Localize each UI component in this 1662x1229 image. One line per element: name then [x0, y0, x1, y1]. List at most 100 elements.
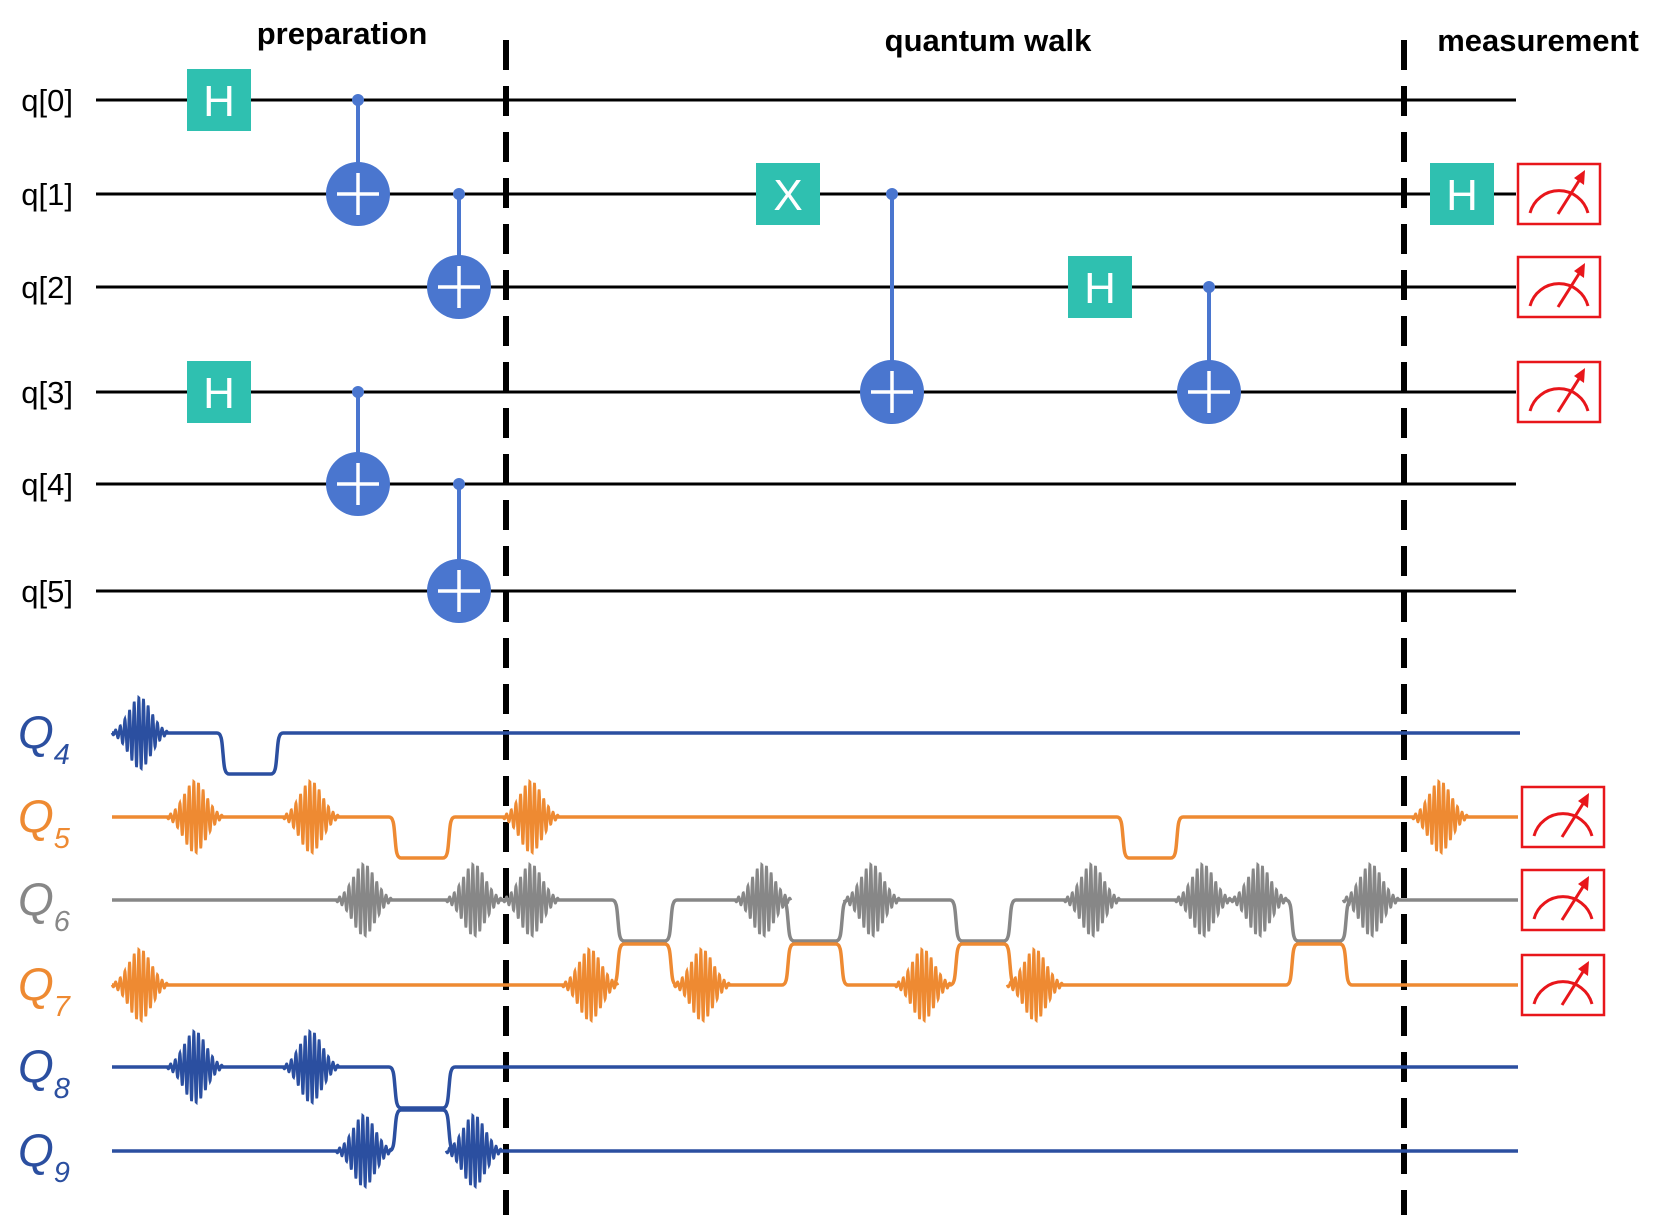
meter-box: [1520, 785, 1606, 849]
section-title-quantum-walk: quantum walk: [885, 23, 1092, 58]
physical-qubit-label: Q7: [18, 958, 72, 1023]
gate-box: [1430, 163, 1494, 225]
microwave-pulse: [733, 861, 793, 939]
microwave-pulse: [1341, 861, 1401, 939]
meter-needle: [1556, 373, 1584, 413]
measurement-icon: [1516, 162, 1602, 226]
qubit-label: q[5]: [21, 574, 73, 609]
meter-needle: [1556, 268, 1584, 308]
measurement-icon: [1520, 868, 1606, 932]
cnot-gate: [1177, 281, 1241, 424]
qubit-label: q[2]: [21, 270, 73, 305]
gate-symbol: H: [203, 77, 235, 126]
gate-symbol: H: [1084, 264, 1116, 313]
hadamard-gate: H: [1068, 256, 1132, 318]
qubit-label: q[3]: [21, 375, 73, 410]
section-dividers: [503, 40, 1407, 1215]
microwave-pulse: [1173, 861, 1233, 939]
microwave-pulse: [444, 1112, 504, 1190]
meter-arrowhead: [1574, 368, 1585, 383]
meter-arc: [1532, 980, 1594, 1005]
pulse-line: [112, 731, 1520, 776]
cnot-gate: [860, 188, 924, 424]
measurement-icon: [1516, 360, 1602, 424]
cnot-gate: [427, 188, 491, 319]
meter-arrowhead: [1578, 793, 1589, 808]
control-dot: [352, 94, 364, 106]
qubit-label: q[1]: [21, 177, 73, 212]
qubit-label: q[4]: [21, 467, 73, 502]
microwave-pulse: [334, 1112, 394, 1190]
meter-box: [1516, 255, 1602, 319]
microwave-pulse: [110, 694, 170, 772]
microwave-pulse: [501, 778, 561, 856]
cnot-gate: [326, 94, 390, 226]
microwave-pulse: [281, 778, 341, 856]
meter-arc: [1532, 895, 1594, 920]
gate-symbol: H: [1446, 171, 1478, 220]
pulse-line: [112, 815, 1518, 860]
gate-symbol: H: [203, 369, 235, 418]
meter-needle: [1560, 881, 1588, 921]
microwave-pulse: [842, 861, 902, 939]
microwave-pulse: [165, 778, 225, 856]
microwave-pulse: [110, 946, 170, 1024]
meter-arrowhead: [1574, 170, 1585, 185]
meter-arrowhead: [1578, 961, 1589, 976]
microwave-pulse: [1229, 861, 1289, 939]
pulse-line: [112, 1108, 1518, 1153]
microwave-pulse: [165, 1028, 225, 1106]
physical-qubit-label: Q8: [18, 1040, 70, 1105]
meter-box: [1516, 162, 1602, 226]
microwave-pulse: [1062, 861, 1122, 939]
control-dot: [352, 386, 364, 398]
physical-qubit-label: Q4: [18, 706, 70, 771]
meter-box: [1520, 868, 1606, 932]
meter-box: [1516, 360, 1602, 424]
meter-arc: [1528, 189, 1590, 214]
logical-wires: q[0] q[1] q[2] q[3] q[4] q[5]: [21, 83, 1516, 609]
hadamard-gate: H: [187, 361, 251, 423]
microwave-pulse: [1005, 946, 1065, 1024]
physical-qubit-label: Q6: [18, 873, 71, 938]
measurement-icon: [1516, 255, 1602, 319]
gate-box: [756, 163, 820, 225]
meter-needle: [1560, 798, 1588, 838]
control-dot: [453, 188, 465, 200]
gate-box: [187, 69, 251, 131]
microwave-pulse: [444, 861, 504, 939]
microwave-pulse: [334, 861, 394, 939]
microwave-pulse: [281, 1028, 341, 1106]
measurement-icon: [1520, 953, 1606, 1017]
meter-arc: [1528, 282, 1590, 307]
physical-qubit-label: Q5: [18, 790, 71, 855]
microwave-pulse: [893, 946, 953, 1024]
meter-box: [1520, 953, 1606, 1017]
pauli-x-gate: X: [756, 163, 820, 225]
physical-qubit-label: Q9: [18, 1124, 70, 1189]
meter-arc: [1528, 387, 1590, 412]
pulse-line: [112, 1065, 1518, 1110]
pulse-line: [112, 942, 1518, 987]
meter-arrowhead: [1578, 876, 1589, 891]
pulse-line: [112, 898, 1518, 943]
hadamard-gate: H: [187, 69, 251, 131]
meter-needle: [1556, 175, 1584, 215]
section-title-preparation: preparation: [257, 16, 428, 51]
control-dot: [1203, 281, 1215, 293]
logical-gates: H H X H H: [187, 69, 1606, 1017]
microwave-pulse: [560, 946, 620, 1024]
cnot-gate: [326, 386, 390, 516]
gate-box: [187, 361, 251, 423]
gate-box: [1068, 256, 1132, 318]
control-dot: [886, 188, 898, 200]
control-dot: [453, 478, 465, 490]
measurement-icon: [1520, 785, 1606, 849]
qubit-label: q[0]: [21, 83, 73, 118]
hadamard-gate: H: [1430, 163, 1494, 225]
meter-arc: [1532, 812, 1594, 837]
meter-needle: [1560, 966, 1588, 1006]
